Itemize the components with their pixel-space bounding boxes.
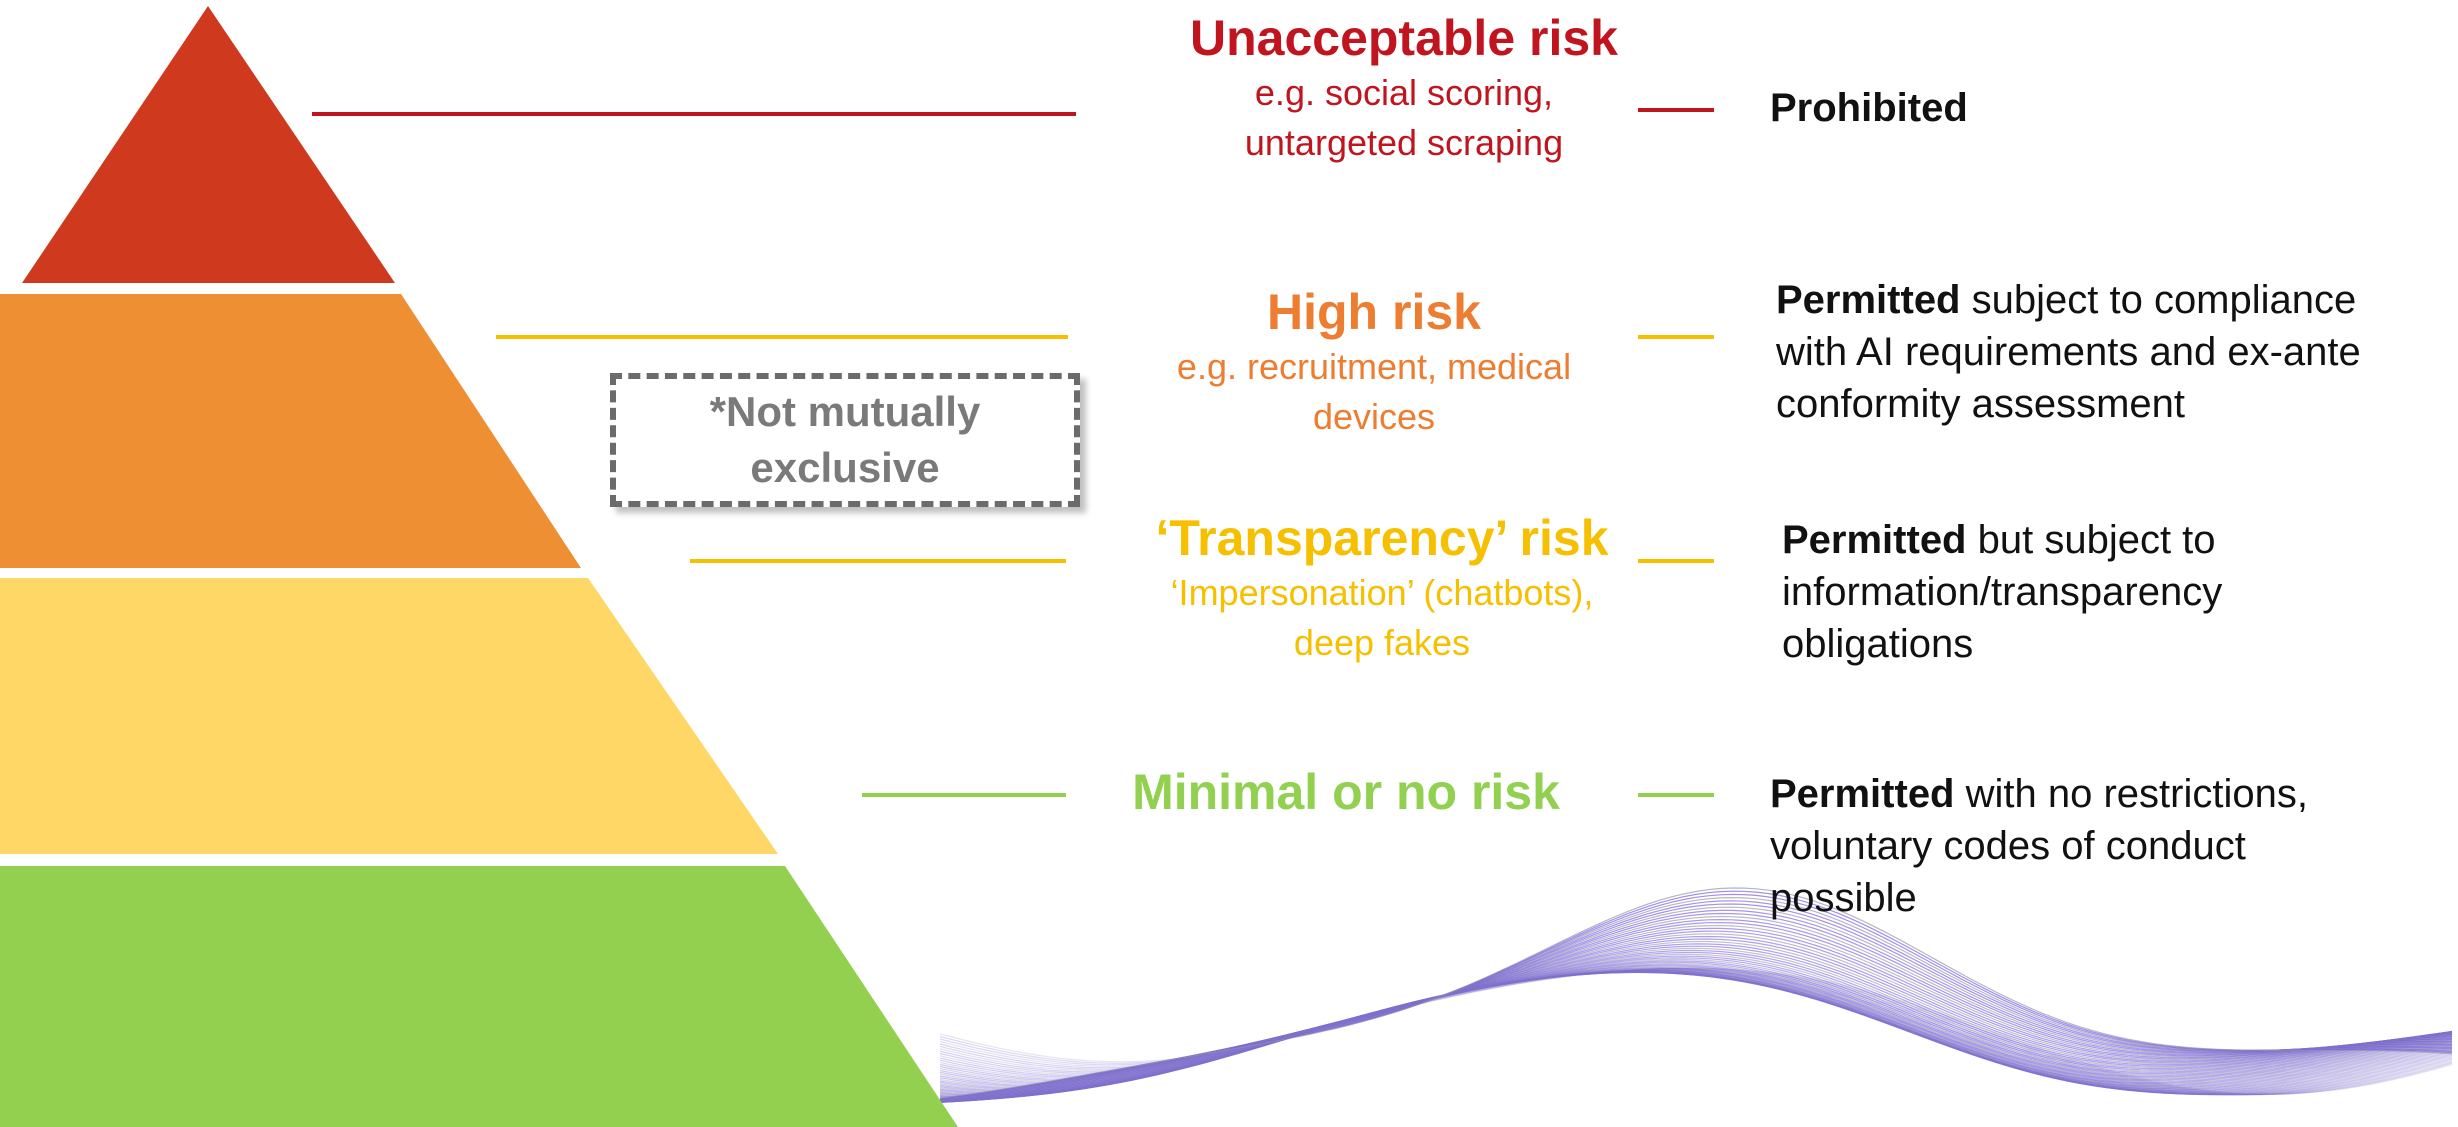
pyramid-tier-minimal [0, 866, 958, 1127]
tier-high-label: High risk e.g. recruitment, medical devi… [1177, 282, 1571, 442]
wave-line [939, 971, 2453, 1095]
wave-line [939, 968, 2453, 1098]
wave-line [939, 971, 2453, 1093]
tier-minimal-title: Minimal or no risk [1132, 764, 1560, 820]
treatment-unacceptable-bold: Prohibited [1770, 86, 1968, 130]
wave-line [939, 969, 2453, 1096]
treatment-minimal-line-2: voluntary codes of conduct [1770, 824, 2246, 868]
wave-line [939, 971, 2453, 1095]
wave-line [939, 970, 2453, 1096]
wave-line [939, 971, 2453, 1094]
note-line-2: exclusive [750, 444, 940, 491]
wave-line [939, 970, 2453, 1096]
wave-line [939, 967, 2453, 1098]
tier-high-example-line-2: devices [1312, 396, 1436, 437]
not-mutually-exclusive-note: *Not mutually exclusive [610, 373, 1080, 507]
tier-transparency-example-line-2: deep fakes [1293, 622, 1471, 663]
wave-line [939, 971, 2453, 1092]
treatment-transparency-line-3: obligations [1782, 622, 1974, 666]
treatment-transparency: Permitted but subject to information/tra… [1782, 514, 2222, 670]
treatment-transparency-line-2: information/transparency [1782, 570, 2223, 614]
wave-line [939, 971, 2453, 1095]
tier-transparency-label: ‘Transparency’ risk ‘Impersonation’ (cha… [1155, 508, 1608, 668]
wave-line [939, 969, 2453, 1097]
tier-unacceptable-example-line-1: e.g. social scoring, [1254, 72, 1554, 113]
tier-transparency-title: ‘Transparency’ risk [1155, 510, 1609, 566]
risk-pyramid-icon [0, 6, 958, 1127]
treatment-minimal: Permitted with no restrictions, voluntar… [1770, 768, 2308, 924]
wave-line [939, 971, 2453, 1094]
tier-unacceptable-example-line-2: untargeted scraping [1244, 122, 1564, 163]
wave-line [939, 970, 2453, 1096]
treatment-high: Permitted subject to compliance with AI … [1776, 274, 2361, 430]
wave-line [939, 971, 2453, 1093]
wave-line [939, 966, 2453, 1099]
treatment-high-line-3: conformity assessment [1776, 382, 2186, 426]
wave-line [939, 971, 2453, 1092]
treatment-high-line-1: Permitted subject to compliance [1776, 274, 2361, 326]
tier-high-title: High risk [1267, 284, 1481, 340]
tier-unacceptable-title: Unacceptable risk [1190, 10, 1618, 66]
treatment-minimal-bold: Permitted [1770, 772, 1955, 816]
tier-transparency-example-line-1: ‘Impersonation’ (chatbots), [1170, 572, 1594, 613]
decorative-wave-icon [939, 887, 2453, 1103]
wave-line [939, 971, 2453, 1093]
treatment-minimal-line-1: Permitted with no restrictions, [1770, 768, 2308, 820]
tier-minimal-label: Minimal or no risk [1132, 762, 1560, 822]
treatment-unacceptable-line-1: Prohibited [1770, 82, 1968, 134]
wave-line [939, 970, 2453, 1095]
connector-lines [312, 108, 1714, 797]
wave-line [939, 970, 2453, 1096]
tier-high-example-line-1: e.g. recruitment, medical [1176, 346, 1572, 387]
treatment-minimal-line-3: possible [1770, 876, 1917, 920]
treatment-transparency-bold: Permitted [1782, 518, 1967, 562]
treatment-unacceptable: Prohibited [1770, 82, 1968, 134]
treatment-transparency-line-1: Permitted but subject to [1782, 514, 2222, 566]
wave-line [939, 971, 2453, 1094]
wave-line [939, 971, 2453, 1095]
treatment-minimal-text-1: with no restrictions, [1954, 772, 2308, 816]
wave-line [939, 887, 2453, 1099]
treatment-high-text-1: subject to compliance [1960, 278, 2357, 322]
treatment-transparency-text-1: but subject to [1966, 518, 2216, 562]
pyramid-tier-high [0, 294, 581, 568]
pyramid-tier-transparency [0, 578, 778, 854]
note-line-1: *Not mutually [709, 388, 981, 435]
wave-line [939, 970, 2453, 1095]
pyramid-tier-unacceptable [22, 6, 395, 283]
tier-unacceptable-label: Unacceptable risk e.g. social scoring, u… [1190, 8, 1618, 168]
treatment-high-bold: Permitted [1776, 278, 1961, 322]
wave-line [939, 970, 2453, 1095]
treatment-high-line-2: with AI requirements and ex-ante [1776, 330, 2361, 374]
wave-line [939, 971, 2453, 1095]
wave-line [939, 966, 2453, 1099]
wave-line [939, 971, 2453, 1094]
